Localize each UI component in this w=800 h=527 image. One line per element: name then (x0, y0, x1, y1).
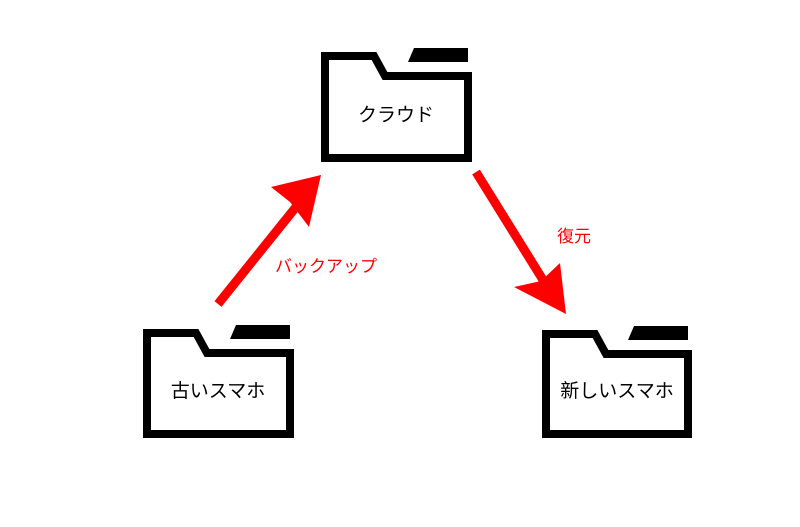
restore-arrow-shaft (472, 169, 552, 291)
folder-icon (542, 330, 692, 438)
backup-arrow-shaft (214, 199, 304, 307)
old-phone-folder: 古いスマホ (143, 325, 294, 438)
folder-tab-icon (230, 325, 290, 339)
restore-label: 復元 (557, 227, 591, 247)
restore-arrow: 復元 (472, 169, 591, 314)
cloud-folder: クラウド (321, 48, 472, 162)
new-phone-label: 新しいスマホ (560, 380, 673, 402)
folder-tab-icon (628, 326, 688, 340)
new-phone-folder: 新しいスマホ (542, 326, 692, 438)
restore-arrowhead-icon (514, 263, 566, 314)
folder-icon (143, 329, 294, 438)
old-phone-label: 古いスマホ (171, 380, 265, 402)
backup-arrowhead-icon (271, 175, 321, 227)
cloud-label: クラウド (358, 104, 434, 126)
backup-arrow: バックアップ (214, 175, 377, 307)
folder-tab-icon (408, 48, 468, 62)
folder-icon (321, 52, 472, 162)
backup-label: バックアップ (275, 257, 377, 277)
